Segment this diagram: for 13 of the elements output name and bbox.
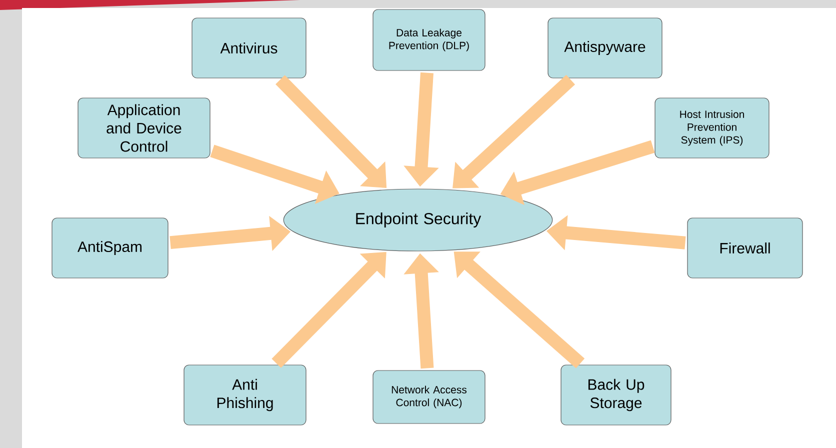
process-box: Anti Phishing xyxy=(184,364,306,426)
process-box: Network Access Control (NAC) xyxy=(372,370,486,424)
process-box: Application and Device Control xyxy=(78,98,210,158)
process-box: Data Leakage Prevention (DLP) xyxy=(372,9,486,71)
process-box: Back Up Storage xyxy=(560,364,672,426)
process-box: Antispyware xyxy=(548,18,662,78)
block-arrow xyxy=(272,252,386,368)
process-box: AntiSpam xyxy=(52,218,168,278)
ellipse-node: Endpoint Security xyxy=(283,188,553,252)
process-box: Antivirus xyxy=(192,18,306,78)
process-box: Firewall xyxy=(687,218,803,278)
block-arrow xyxy=(452,74,576,188)
process-box: Host Intrusion Prevention System (IPS) xyxy=(654,98,770,158)
